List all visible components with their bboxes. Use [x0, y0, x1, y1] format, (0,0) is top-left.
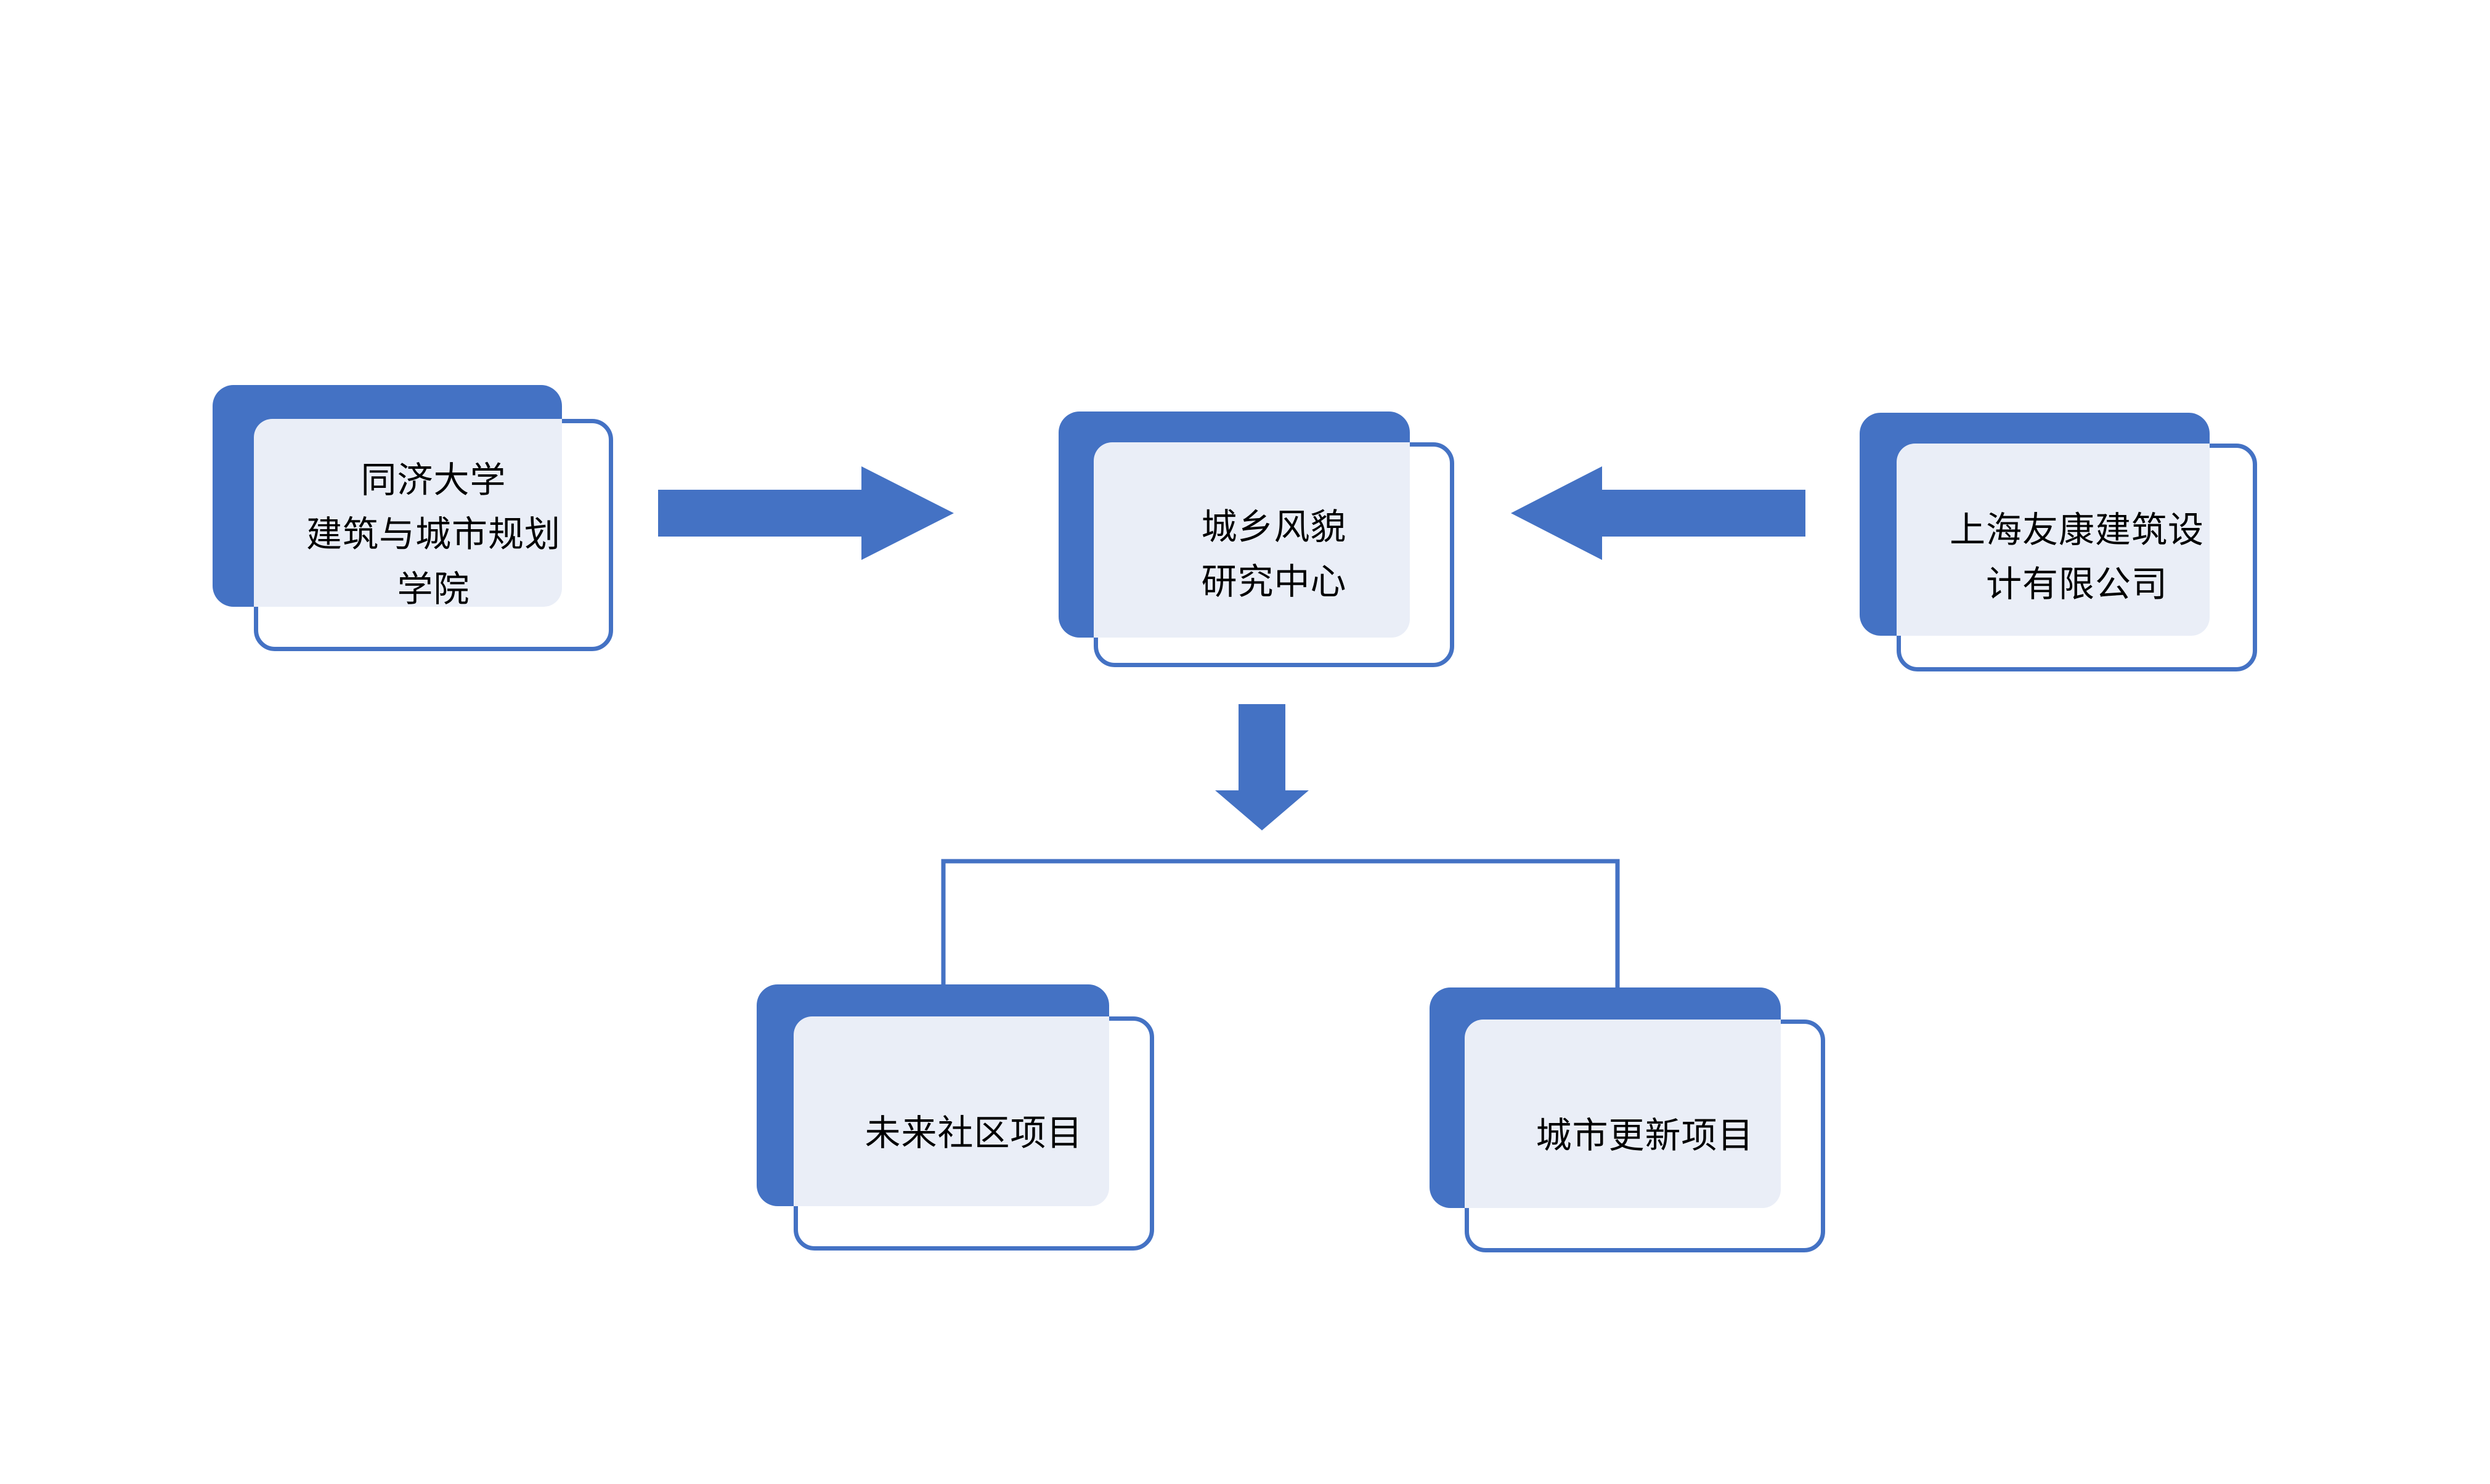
node-center[interactable]: 城乡风貌 研究中心 [1059, 412, 1465, 673]
node-urban-renewal-fill [1465, 1020, 1781, 1208]
node-tongji[interactable]: 同济大学 建筑与城市规划 学院 [213, 385, 619, 659]
node-center-fill [1094, 442, 1410, 638]
node-youkang[interactable]: 上海友康建筑设 计有限公司 [1860, 413, 2266, 675]
arrow-left-icon [1511, 466, 1805, 560]
node-future-community[interactable]: 未来社区项目 [757, 984, 1163, 1255]
arrow-down-icon [1215, 704, 1309, 830]
arrow-right-icon [658, 466, 954, 560]
node-future-community-fill [794, 1016, 1109, 1206]
node-youkang-fill [1897, 444, 2210, 636]
node-urban-renewal[interactable]: 城市更新项目 [1430, 987, 1836, 1259]
node-tongji-fill [254, 419, 562, 607]
split-connector [924, 844, 1651, 1010]
